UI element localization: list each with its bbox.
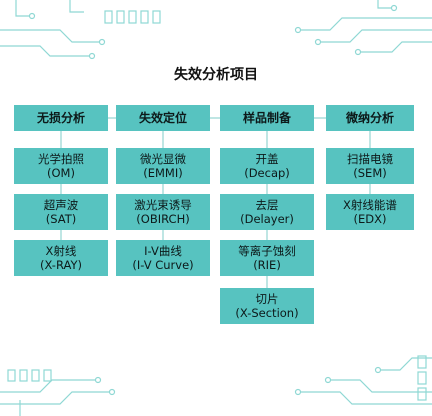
- item-name: 开盖: [255, 152, 279, 166]
- item-abbr: (I-V Curve): [132, 258, 194, 272]
- item-delayer: 去层(Delayer): [220, 194, 314, 230]
- item-name: 超声波: [43, 198, 79, 212]
- item-rie: 等离子蚀刻(RIE): [220, 240, 314, 276]
- item-abbr: (EMMI): [143, 166, 183, 180]
- header-label: 微纳分析: [345, 111, 394, 125]
- item-name: X射线能谱: [343, 198, 397, 212]
- item-abbr: (SEM): [353, 166, 387, 180]
- item-name: I-V曲线: [144, 244, 182, 258]
- item-name: 激光束诱导: [134, 198, 192, 212]
- item-name: 光学拍照: [38, 152, 84, 166]
- item-abbr: (OBIRCH): [136, 212, 190, 226]
- item-om: 光学拍照(OM): [14, 148, 108, 184]
- item-sem: 扫描电镜(SEM): [326, 148, 414, 184]
- column-header-micro-nano: 微纳分析: [326, 105, 414, 131]
- item-obirch: 激光束诱导(OBIRCH): [116, 194, 210, 230]
- item-abbr: (RIE): [253, 258, 281, 272]
- item-sat: 超声波(SAT): [14, 194, 108, 230]
- item-decap: 开盖(Decap): [220, 148, 314, 184]
- column-header-sample-prep: 样品制备: [220, 105, 314, 131]
- item-abbr: (Delayer): [240, 212, 294, 226]
- item-abbr: (EDX): [353, 212, 387, 226]
- item-xray: X射线(X-RAY): [14, 240, 108, 276]
- item-name: X射线: [45, 244, 77, 258]
- header-label: 失效定位: [138, 111, 187, 125]
- column-header-nondestructive: 无损分析: [14, 105, 108, 131]
- header-label: 无损分析: [36, 111, 85, 125]
- item-emmi: 微光显微(EMMI): [116, 148, 210, 184]
- item-iv-curve: I-V曲线(I-V Curve): [116, 240, 210, 276]
- item-abbr: (OM): [47, 166, 75, 180]
- item-abbr: (X-RAY): [40, 258, 82, 272]
- item-x-section: 切片(X-Section): [220, 288, 314, 324]
- header-label: 样品制备: [242, 111, 291, 125]
- item-name: 去层: [255, 198, 279, 212]
- item-name: 扫描电镜: [347, 152, 393, 166]
- item-edx: X射线能谱(EDX): [326, 194, 414, 230]
- diagram-title: 失效分析项目: [174, 67, 258, 83]
- item-name: 微光显微: [140, 152, 186, 166]
- item-abbr: (X-Section): [235, 306, 299, 320]
- column-header-fault-location: 失效定位: [116, 105, 210, 131]
- item-abbr: (SAT): [45, 212, 77, 226]
- item-name: 切片: [255, 292, 279, 306]
- item-abbr: (Decap): [244, 166, 290, 180]
- item-name: 等离子蚀刻: [238, 244, 296, 258]
